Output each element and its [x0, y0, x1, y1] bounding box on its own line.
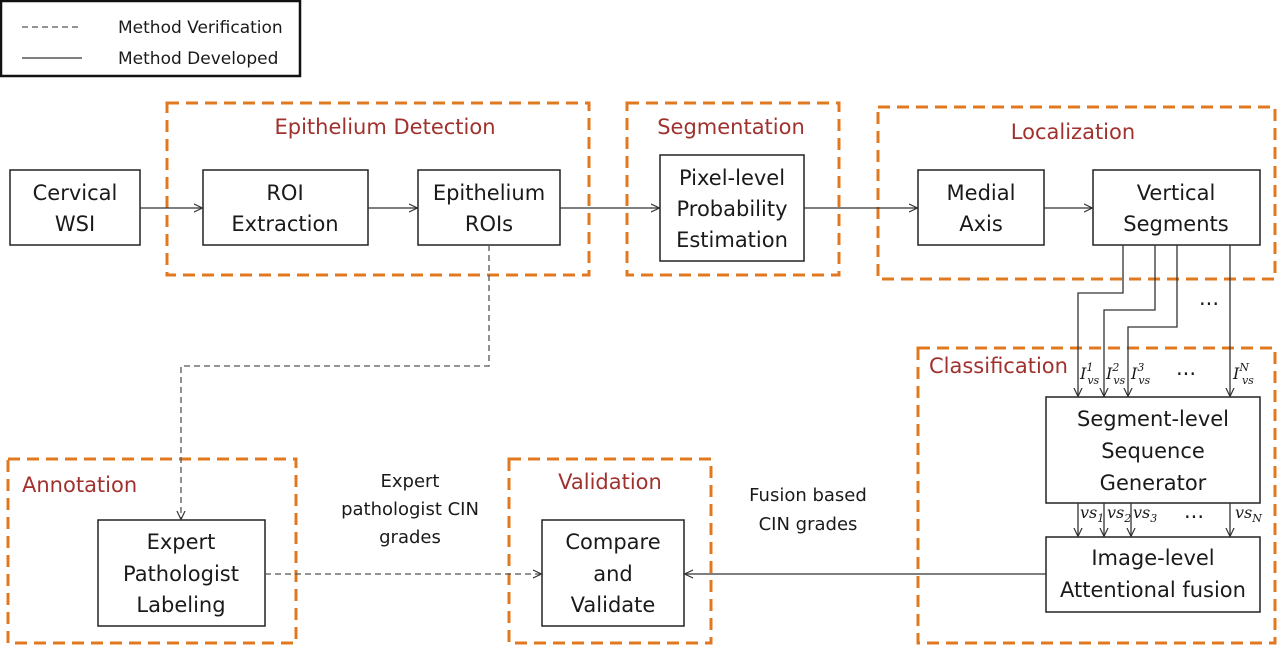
group-segmentation [625, 101, 841, 277]
node-medial-axis: Medial Axis [917, 169, 1045, 246]
expert-grades-label-line2: pathologist CIN [341, 499, 479, 520]
node-compare-validate: Compare and Validate [541, 519, 685, 627]
arrow-segment-2 [1104, 245, 1156, 396]
legend-developed-label: Method Developed [118, 49, 278, 69]
node-attentional-fusion-line2: Attentional fusion [1060, 578, 1246, 602]
node-epithelium-rois: Epithelium ROIs [417, 169, 561, 246]
group-title-validation: Validation [558, 470, 662, 494]
group-epithelium-detection [165, 101, 591, 277]
node-epithelium-rois-line1: Epithelium [433, 181, 545, 205]
node-pixel-level-line1: Pixel-level [679, 166, 785, 190]
node-epithelium-rois-line2: ROIs [465, 212, 513, 236]
node-vertical-segments: Vertical Segments [1092, 169, 1261, 246]
node-expert-labeling-line3: Labeling [136, 593, 225, 617]
segment-output-ellipsis: ... [1184, 499, 1204, 523]
segment-output-labels: vs1 vs2 vs3 ... vsN [1080, 499, 1262, 525]
group-title-segmentation: Segmentation [657, 115, 805, 139]
segment-output-2: vs2 [1107, 503, 1131, 525]
node-compare-validate-line2: and [593, 562, 633, 586]
node-expert-labeling-line1: Expert [147, 530, 216, 554]
node-cervical-wsi-line1: Cervical [33, 181, 118, 205]
node-expert-labeling: Expert Pathologist Labeling [97, 519, 266, 627]
fusion-grades-label-line2: CIN grades [759, 514, 858, 535]
node-sequence-generator-line2: Sequence [1101, 439, 1205, 463]
group-annotation [6, 457, 298, 645]
node-pixel-level-line3: Estimation [676, 228, 788, 252]
legend: Method Verification Method Developed [0, 0, 302, 78]
node-compare-validate-line1: Compare [565, 530, 660, 554]
node-vertical-segments-line1: Vertical [1137, 181, 1216, 205]
node-sequence-generator: Segment-level Sequence Generator [1045, 396, 1261, 504]
group-localization [876, 105, 1277, 281]
group-title-annotation: Annotation [22, 473, 137, 497]
group-title-epithelium-detection: Epithelium Detection [274, 115, 495, 139]
segment-input-ellipsis: ... [1176, 356, 1196, 380]
group-classification [916, 346, 1277, 645]
node-roi-extraction: ROI Extraction [202, 169, 369, 246]
node-medial-axis-line1: Medial [947, 181, 1016, 205]
arrow-segment-3 [1128, 245, 1178, 396]
segment-output-3: vs3 [1133, 503, 1157, 525]
group-title-classification: Classification [929, 354, 1068, 378]
expert-grades-label-line1: Expert [381, 471, 440, 492]
segment-output-1: vs1 [1080, 503, 1104, 525]
segment-ellipsis-top: ... [1199, 286, 1219, 310]
node-attentional-fusion: Image-level Attentional fusion [1045, 536, 1261, 613]
group-title-localization: Localization [1011, 120, 1135, 144]
node-sequence-generator-line1: Segment-level [1077, 407, 1229, 431]
node-roi-extraction-line2: Extraction [231, 212, 338, 236]
group-validation [507, 457, 713, 645]
node-pixel-level-line2: Probability [676, 197, 787, 221]
node-medial-axis-line2: Axis [959, 212, 1003, 236]
segment-output-n: vsN [1235, 503, 1262, 525]
legend-verification-label: Method Verification [118, 18, 283, 38]
dashed-arrow-rois-to-labeling [181, 245, 490, 519]
node-expert-labeling-line2: Pathologist [123, 562, 239, 586]
node-cervical-wsi-line2: WSI [55, 212, 95, 236]
node-attentional-fusion-line1: Image-level [1091, 546, 1214, 570]
expert-grades-label-line3: grades [379, 527, 441, 548]
arrow-segment-1 [1078, 245, 1124, 396]
node-pixel-level-estimation: Pixel-level Probability Estimation [659, 154, 805, 262]
node-roi-extraction-line1: ROI [266, 181, 303, 205]
node-cervical-wsi: Cervical WSI [9, 169, 141, 246]
node-sequence-generator-line3: Generator [1100, 471, 1207, 495]
node-vertical-segments-line2: Segments [1123, 212, 1228, 236]
fusion-grades-label-line1: Fusion based [749, 485, 867, 506]
node-compare-validate-line3: Validate [571, 593, 656, 617]
